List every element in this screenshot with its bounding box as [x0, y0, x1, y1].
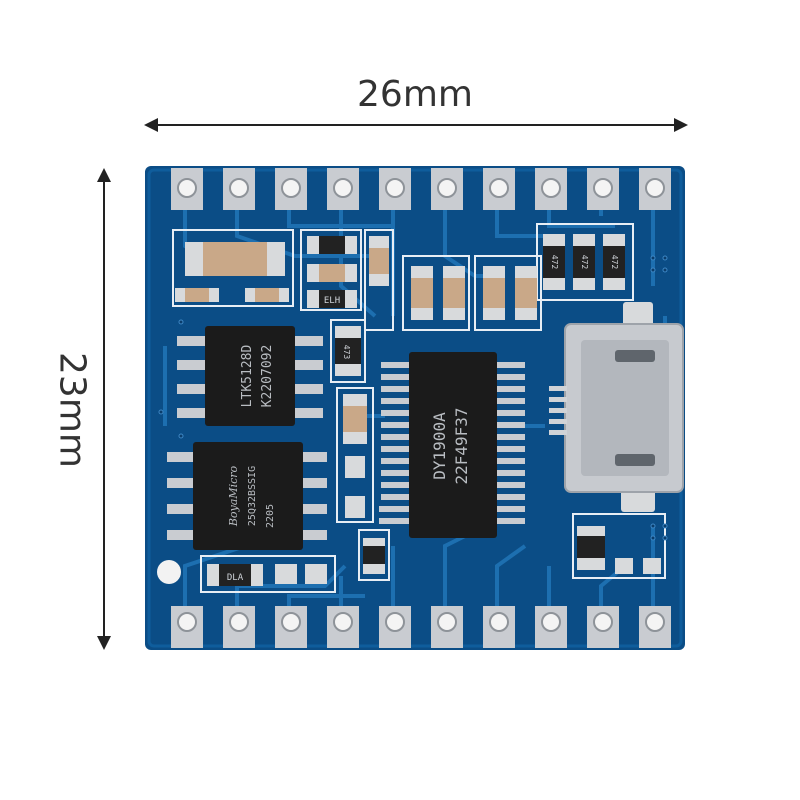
main-chip-marking-2: 22F49F37	[452, 407, 471, 484]
main-audio-chip: DY1900A 22F49F37	[379, 352, 525, 538]
r5-marking: 473	[342, 345, 351, 360]
bottom-header-pins	[171, 606, 671, 648]
flash-chip-marking-2: 25Q32BSSIG	[247, 466, 258, 526]
micro-usb-connector	[549, 302, 684, 512]
r2-marking: 472	[580, 255, 589, 270]
large-capacitor	[185, 242, 285, 276]
elh-marking: ELH	[324, 296, 340, 306]
small-components-left: ELH 473	[175, 236, 389, 376]
dla-marking: DLA	[227, 573, 244, 583]
pcb-vias	[158, 255, 668, 541]
flash-memory-chip: BoyaMicro 25Q32BSSIG 2205	[167, 442, 327, 550]
main-chip-marking-1: DY1900A	[430, 412, 449, 480]
amplifier-chip: LTK5128D K2207092	[177, 326, 323, 426]
pcb-module-photo: ELH 473 472 472 472 LTK5128D K2207092	[145, 166, 685, 650]
flash-chip-marking-1: BoyaMicro	[227, 465, 240, 527]
small-components-center	[343, 394, 661, 574]
amp-chip-marking-1: LTK5128D	[240, 345, 255, 408]
amp-chip-marking-2: K2207092	[260, 345, 275, 408]
width-dimension-label: 26mm	[357, 74, 473, 115]
arrowhead-left	[144, 118, 158, 132]
small-capacitors-middle	[411, 266, 537, 320]
r3-marking: 472	[610, 255, 619, 270]
flash-chip-marking-3: 2205	[265, 504, 276, 528]
height-dimension-label: 23mm	[51, 352, 93, 468]
silkscreen-outlines	[172, 223, 666, 593]
height-dimension-arrow	[97, 168, 111, 650]
mounting-mark	[157, 560, 181, 584]
resistors-top-right: 472 472 472	[543, 234, 625, 290]
arrowhead-right	[674, 118, 688, 132]
r1-marking: 472	[550, 255, 559, 270]
small-components-bottom: DLA	[157, 560, 327, 586]
width-dimension-arrow	[144, 118, 688, 132]
arrowhead-top	[97, 168, 111, 182]
top-header-pins	[171, 168, 671, 210]
arrowhead-bottom	[97, 636, 111, 650]
